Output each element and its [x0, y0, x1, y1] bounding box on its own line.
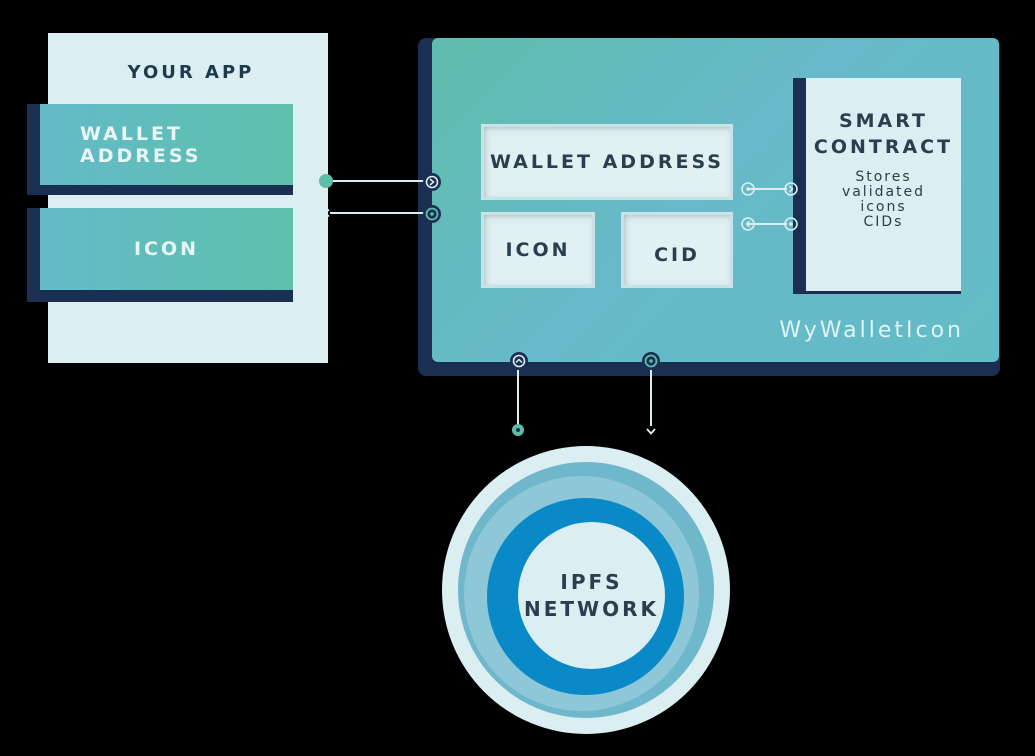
main-wallet-address-box: WALLET ADDRESS	[481, 124, 733, 200]
main-icon-box: ICON	[481, 212, 595, 288]
ipfs-label-line2: NETWORK	[523, 596, 659, 621]
arrow-right-icon	[784, 182, 798, 196]
smart-contract-box	[806, 78, 961, 291]
ipfs-label-line1: IPFS	[560, 569, 623, 594]
ipfs-network-core: IPFS NETWORK	[518, 522, 665, 669]
smart-contract-title-line2: CONTRACT	[813, 136, 954, 158]
main-cid-box: CID	[621, 212, 733, 288]
connector-main-to-ipfs	[642, 352, 660, 435]
app-icon-box: ICON	[40, 208, 293, 290]
smart-contract-desc-line4: CIDs	[863, 214, 904, 230]
arrow-up-icon	[510, 352, 528, 370]
smart-contract-desc-line2: validated	[841, 184, 926, 200]
smart-contract-desc-line1: Stores	[855, 169, 912, 185]
app-wallet-address-box: WALLET ADDRESS	[40, 104, 293, 185]
connector-contract-to-main	[741, 217, 798, 231]
arrow-left-icon	[323, 208, 330, 218]
smart-contract-description: Stores validated icons CIDs	[806, 170, 961, 230]
arrow-right-icon	[423, 173, 441, 191]
arrow-left-icon	[741, 217, 755, 231]
connector-start-dot	[319, 174, 333, 188]
connector-main-to-contract	[741, 182, 798, 196]
connector-app-to-main	[319, 173, 441, 191]
connector-ipfs-to-main	[510, 352, 528, 436]
wywalleticon-brand-label: WyWalletIcon	[779, 318, 964, 343]
your-app-title: YOUR APP	[127, 62, 255, 83]
your-app-panel	[48, 33, 328, 363]
smart-contract-title: SMART CONTRACT	[806, 108, 961, 160]
smart-contract-title-line1: SMART	[838, 110, 929, 132]
arrow-down-icon	[646, 428, 656, 435]
smart-contract-desc-line3: icons	[860, 199, 907, 215]
connector-main-to-app	[323, 205, 441, 223]
